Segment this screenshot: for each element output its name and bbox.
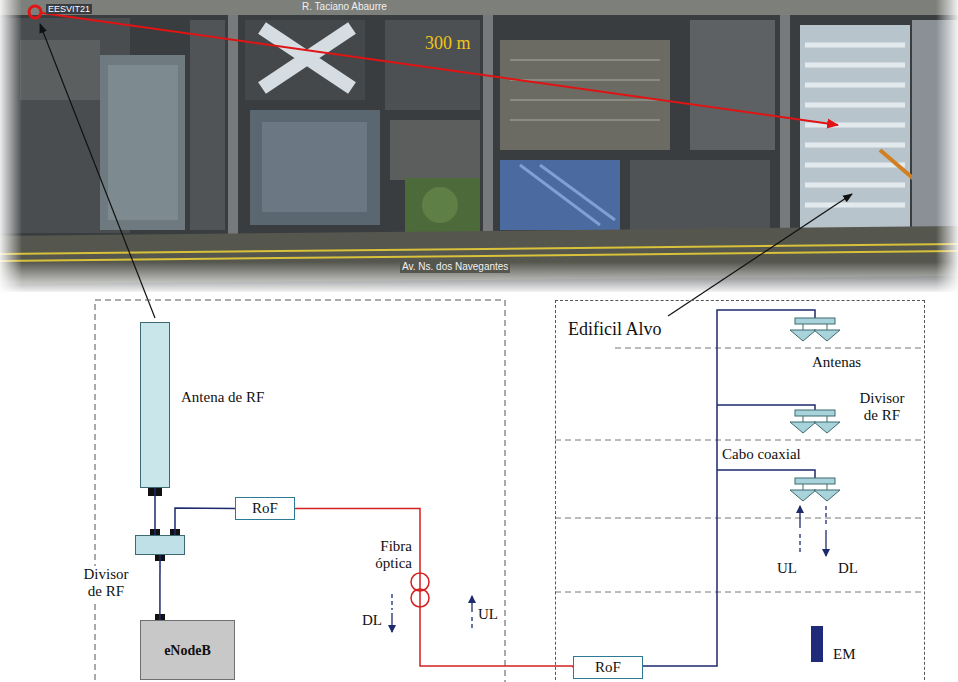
fiber-label: Fibra óptica: [350, 538, 412, 573]
signal-name: DL: [838, 560, 858, 577]
mobile-station: EM: [811, 626, 823, 662]
direction-arrows: [392, 506, 826, 632]
antenna-label: Antena de RF: [181, 389, 264, 406]
mobile-label: EM: [833, 646, 856, 663]
cable-label: Cabo coaxial: [722, 446, 801, 463]
distance-label: 300 m: [425, 33, 471, 54]
enodeb-label: eNodeB: [164, 642, 211, 659]
aerial-photo: [0, 0, 958, 294]
building-title: Edificil Alvo: [568, 319, 662, 340]
street-name: R. Taciano Abaurre: [300, 1, 389, 13]
leader-line: [40, 24, 155, 318]
antenna-box: Antena de RF: [140, 322, 170, 488]
rof-box: RoF: [573, 656, 643, 679]
signal-name: DL: [362, 612, 382, 629]
signal-name: UL: [777, 560, 797, 577]
enodeb-box: eNodeB: [140, 620, 235, 680]
connector: [175, 508, 235, 535]
antenna-group: [790, 318, 840, 501]
building-region: Edificil AlvoRoF EM: [555, 300, 925, 682]
splitter-box: Divisor de RF: [135, 535, 185, 555]
rof-box: RoF: [235, 497, 295, 520]
splitter-label: Divisor de RF: [78, 566, 134, 600]
site-code: EESVIT21: [46, 4, 92, 14]
street-name: Av. Ns. dos Navegantes: [400, 261, 510, 273]
rof-label: RoF: [595, 659, 621, 676]
connector: [159, 555, 161, 620]
rof-label: RoF: [252, 500, 278, 517]
site-region: [95, 300, 505, 682]
connector: [154, 488, 156, 535]
floor-lines: [555, 348, 925, 592]
connector: [295, 509, 573, 668]
leader-line: [668, 194, 852, 316]
coaxial-cable: [642, 310, 815, 666]
splitter-label: Divisor de RF: [854, 390, 910, 425]
signal-name: UL: [478, 606, 498, 623]
antenna-label: Antenas: [812, 354, 861, 371]
